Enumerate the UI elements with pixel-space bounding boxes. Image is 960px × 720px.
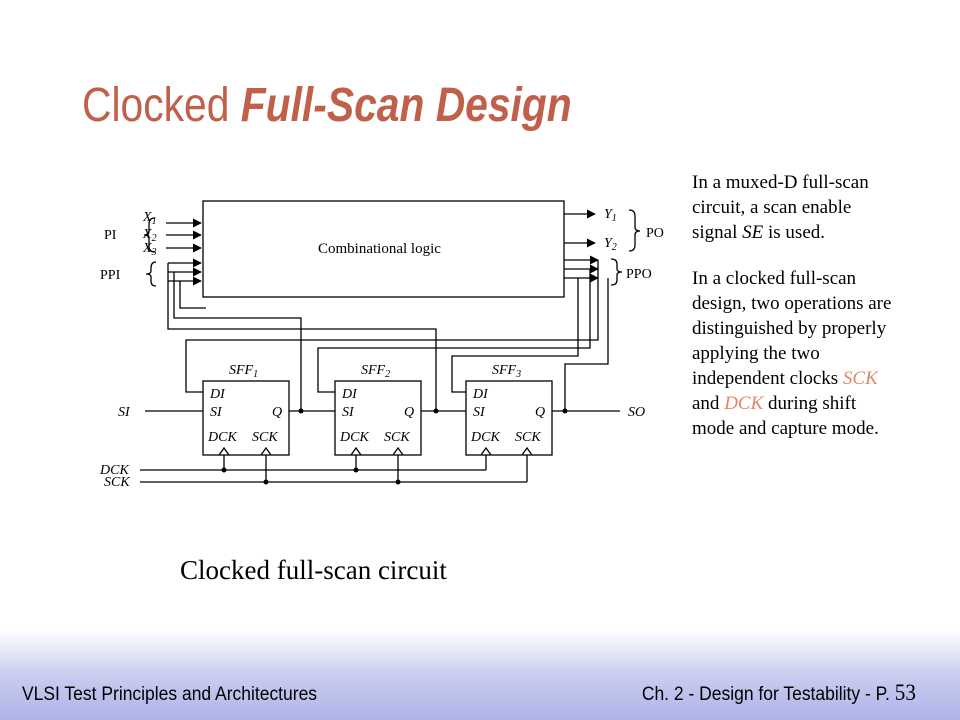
title-emphasis: Full-Scan Design xyxy=(240,79,572,132)
footer-page-number: 53 xyxy=(894,680,916,705)
sff-3-sck-pin: SCK xyxy=(515,430,541,445)
ppi-label: PPI xyxy=(100,268,121,283)
output-y2-label: Y2 xyxy=(604,236,617,253)
sff-3-si-pin: SI xyxy=(473,405,486,420)
logic-label: Combinational logic xyxy=(318,241,441,257)
sff-1-si-pin: SI xyxy=(210,405,223,420)
sff-3-label: SFF3 xyxy=(492,363,521,380)
para1-text-a: In a muxed-D full-scan circuit, a scan e… xyxy=(692,172,869,243)
slide-title: Clocked Full-Scan Design xyxy=(82,78,572,133)
footer-course-title: VLSI Test Principles and Architectures xyxy=(22,684,318,705)
sff-3-di-pin: DI xyxy=(472,387,489,402)
side-paragraph-1: In a muxed-D full-scan circuit, a scan e… xyxy=(692,170,896,245)
sck-line-label: SCK xyxy=(104,475,130,490)
ppo-brace xyxy=(610,258,623,286)
input-x2-label: X2 xyxy=(142,227,157,244)
footer-chapter-page: Ch. 2 - Design for Testability - P. 53 xyxy=(642,680,916,706)
input-x3-label: X3 xyxy=(142,241,157,258)
sff-3-q-pin: Q xyxy=(535,405,545,420)
pi-brace xyxy=(143,217,156,253)
sff-1-q-pin: Q xyxy=(272,405,282,420)
sff-2-di-pin: DI xyxy=(341,387,358,402)
title-plain: Clocked xyxy=(82,79,230,132)
sff-2-si-pin: SI xyxy=(342,405,355,420)
po-brace xyxy=(628,209,641,252)
para1-se-term: SE xyxy=(742,222,764,243)
sff-3-dck-pin: DCK xyxy=(470,430,500,445)
sff-2-box xyxy=(334,380,422,456)
footer-band xyxy=(0,630,960,720)
scan-in-label: SI xyxy=(118,405,131,420)
ppo-label: PPO xyxy=(626,267,652,282)
sff-2-sck-pin: SCK xyxy=(384,430,410,445)
input-x1-label: X1 xyxy=(142,210,157,227)
combinational-logic-block xyxy=(202,200,565,298)
scan-circuit-diagram: Combinational logic PI PPI PO PPO X1 X2 … xyxy=(99,200,664,490)
para2-dck-term: DCK xyxy=(724,393,764,414)
side-explanation: In a muxed-D full-scan circuit, a scan e… xyxy=(692,170,896,462)
sff-1-dck-pin: DCK xyxy=(207,430,237,445)
para2-text-c: and xyxy=(692,393,720,414)
diagram-caption: Clocked full-scan circuit xyxy=(180,555,447,585)
sff-1-label: SFF1 xyxy=(229,363,258,380)
sff-1-sck-pin: SCK xyxy=(252,430,278,445)
sff-2-q-pin: Q xyxy=(404,405,414,420)
po-label: PO xyxy=(646,226,664,241)
pi-label: PI xyxy=(104,228,117,243)
para1-text-c: is used. xyxy=(768,222,825,243)
side-paragraph-2: In a clocked full-scan design, two opera… xyxy=(692,266,896,441)
sff-1-di-pin: DI xyxy=(209,387,226,402)
dck-line-label: DCK xyxy=(99,463,129,478)
sff-2-label: SFF2 xyxy=(361,363,390,380)
para2-text-e: during shift mode and capture mode. xyxy=(692,393,879,439)
scan-out-label: SO xyxy=(628,405,645,420)
footer-chapter: Ch. 2 - Design for Testability - P. xyxy=(641,684,890,705)
output-y1-label: Y1 xyxy=(604,207,617,224)
sff-1-box xyxy=(202,380,290,456)
para2-text-a: In a clocked full-scan design, two opera… xyxy=(692,268,892,389)
sff-2-dck-pin: DCK xyxy=(339,430,369,445)
sff-3-box xyxy=(465,380,553,456)
ppi-brace xyxy=(145,261,157,287)
para2-sck-term: SCK xyxy=(842,368,878,389)
